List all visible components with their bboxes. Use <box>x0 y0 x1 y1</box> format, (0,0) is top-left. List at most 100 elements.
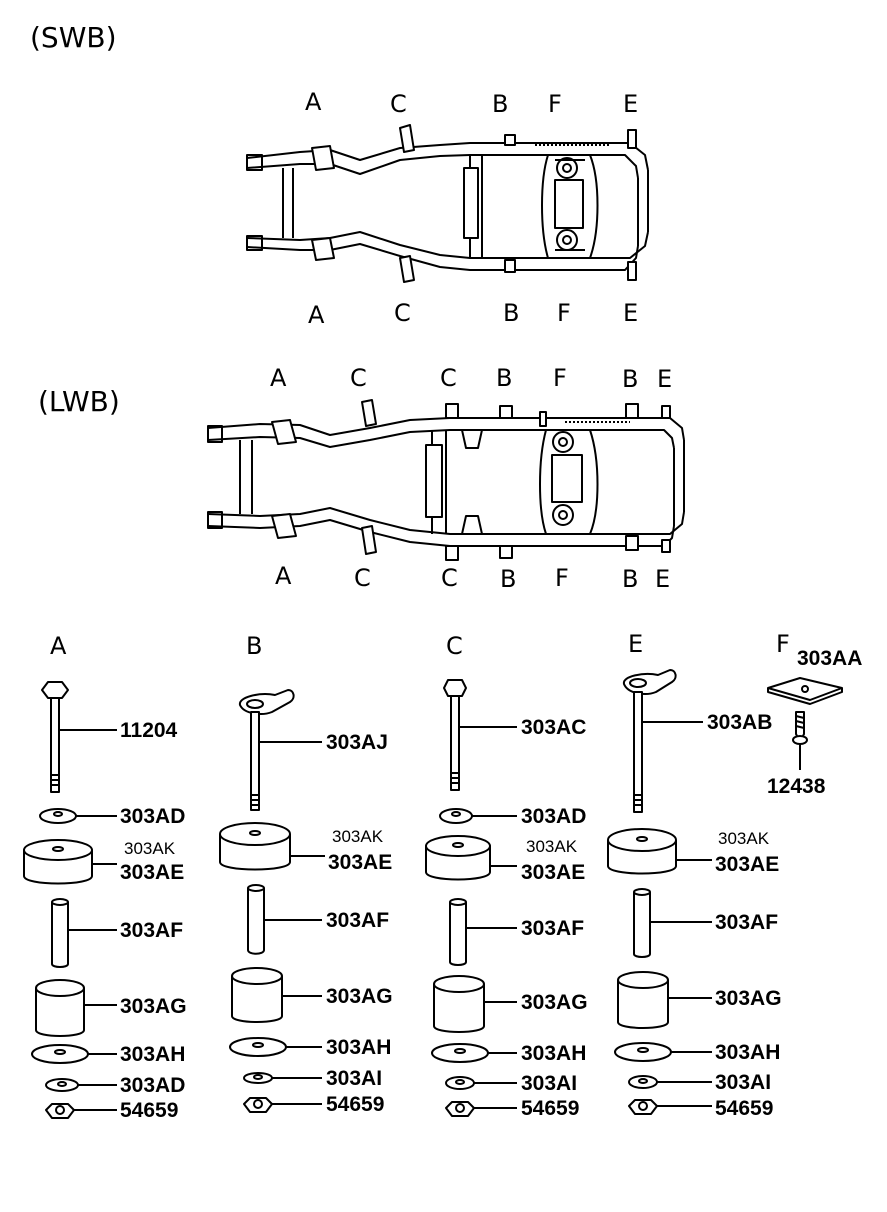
mount-c-label: C <box>446 632 463 660</box>
mount-f-pad <box>767 677 843 705</box>
mount-e-sleeve <box>633 888 712 958</box>
mount-f-screw <box>792 711 808 770</box>
mount-a-washer-bottom-label: 303AD <box>120 1074 186 1097</box>
mount-c-cushion-alt-label: 303AK <box>526 837 578 856</box>
mount-b-label: B <box>246 632 263 660</box>
mount-a-sleeve <box>51 898 117 968</box>
mount-a-lower-cushion-label: 303AG <box>120 995 187 1018</box>
mount-e-cushion-label: 303AE <box>715 853 780 876</box>
mount-c-washer-top <box>439 808 517 824</box>
mount-c-washer-bottom <box>445 1076 517 1090</box>
mount-c-cushion <box>425 835 517 881</box>
mount-b-nut <box>243 1097 322 1113</box>
swb-bottom-label-f: F <box>557 299 571 327</box>
mount-f-screw-label: 12438 <box>767 775 826 798</box>
lwb-title: (LWB) <box>38 385 120 418</box>
mount-e-nut <box>628 1099 712 1115</box>
mount-c-sleeve-label: 303AF <box>521 917 585 940</box>
lwb-top-label-e: E <box>657 365 673 393</box>
mount-c-washer-bottom-label: 303AI <box>521 1072 578 1095</box>
mount-e-bolt-label: 303AB <box>707 711 773 734</box>
mount-b-sleeve <box>247 884 322 955</box>
lwb-top-label-a: A <box>270 364 287 392</box>
lwb-bottom-label-c1: C <box>354 564 371 592</box>
lwb-top-label-b1: B <box>496 364 513 392</box>
swb-top-label-a: A <box>305 88 322 116</box>
mount-c-plate <box>431 1043 517 1063</box>
mount-b-plate <box>229 1037 322 1057</box>
mount-e-sleeve-label: 303AF <box>715 911 779 934</box>
lwb-top-label-f: F <box>553 364 567 392</box>
lwb-top-label-b2: B <box>622 365 639 393</box>
mount-c-lower-cushion-label: 303AG <box>521 991 588 1014</box>
mount-b-cushion <box>219 822 325 871</box>
mount-c-lower-cushion <box>433 975 517 1033</box>
mount-a-nut-label: 54659 <box>120 1099 179 1122</box>
mount-b-washer-bottom-label: 303AI <box>326 1067 383 1090</box>
mount-a-label: A <box>50 632 67 660</box>
mount-c-nut <box>445 1101 517 1117</box>
mount-b-lower-cushion-label: 303AG <box>326 985 393 1008</box>
lwb-top-label-c1: C <box>350 364 367 392</box>
mount-e-plate-label: 303AH <box>715 1041 781 1064</box>
mount-c-sleeve <box>449 898 517 966</box>
swb-top-label-b: B <box>492 90 509 118</box>
mount-f-label: F <box>776 630 790 658</box>
mount-b-cushion-label: 303AE <box>328 851 393 874</box>
mount-b-washer-bottom <box>243 1072 322 1084</box>
mount-a-washer-bottom <box>45 1078 117 1092</box>
lwb-bottom-label-c2: C <box>441 564 458 592</box>
mount-b-plate-label: 303AH <box>326 1036 392 1059</box>
mount-a-cushion <box>23 839 117 885</box>
swb-top-label-f: F <box>548 90 562 118</box>
mount-e-cushion-alt-label: 303AK <box>718 829 770 848</box>
mount-a-washer-top-label: 303AD <box>120 805 186 828</box>
mount-a-cushion-label: 303AE <box>120 861 185 884</box>
swb-bottom-label-b: B <box>503 299 520 327</box>
mount-e-washer-bottom <box>628 1075 712 1089</box>
lwb-bottom-label-f: F <box>555 564 569 592</box>
mount-a-cushion-alt-label: 303AK <box>124 839 176 858</box>
swb-bottom-label-a: A <box>308 301 325 329</box>
lwb-top-label-c2: C <box>440 364 457 392</box>
mount-b-lower-cushion <box>231 967 322 1023</box>
mount-e-washer-bottom-label: 303AI <box>715 1071 772 1094</box>
mount-f-pad-label: 303AA <box>797 647 863 670</box>
swb-top-label-e: E <box>623 90 639 118</box>
mount-a-nut <box>45 1103 117 1119</box>
mount-b-cushion-alt-label: 303AK <box>332 827 384 846</box>
mount-c-plate-label: 303AH <box>521 1042 587 1065</box>
swb-bottom-label-c: C <box>394 299 411 327</box>
mount-b-bolt-label: 303AJ <box>326 731 388 754</box>
lwb-bottom-label-e: E <box>655 565 671 593</box>
mount-e-lower-cushion <box>617 971 712 1029</box>
mount-c-bolt <box>443 679 517 791</box>
mount-e-cushion <box>607 828 712 875</box>
mount-e-lower-cushion-label: 303AG <box>715 987 782 1010</box>
mount-e-plate <box>614 1042 712 1062</box>
mount-a-bolt-label: 11204 <box>120 719 178 742</box>
mount-a-lower-cushion <box>35 979 117 1037</box>
swb-top-label-c: C <box>390 90 407 118</box>
lwb-bottom-label-b1: B <box>500 565 517 593</box>
swb-bottom-label-e: E <box>623 299 639 327</box>
mount-b-bolt <box>239 689 322 811</box>
lwb-bottom-label-b2: B <box>622 565 639 593</box>
swb-title: (SWB) <box>30 21 117 54</box>
mount-b-nut-label: 54659 <box>326 1093 385 1116</box>
mount-a-bolt <box>41 681 117 793</box>
mount-a-plate-label: 303AH <box>120 1043 186 1066</box>
mount-a-plate <box>31 1044 117 1064</box>
mount-e-nut-label: 54659 <box>715 1097 774 1120</box>
lwb-bottom-label-a: A <box>275 562 292 590</box>
mount-e-bolt <box>623 669 703 813</box>
mount-a-washer-top <box>39 808 117 824</box>
mount-a-sleeve-label: 303AF <box>120 919 184 942</box>
mount-c-washer-top-label: 303AD <box>521 805 587 828</box>
mount-b-sleeve-label: 303AF <box>326 909 390 932</box>
mount-c-nut-label: 54659 <box>521 1097 580 1120</box>
mount-e-label: E <box>628 630 644 658</box>
